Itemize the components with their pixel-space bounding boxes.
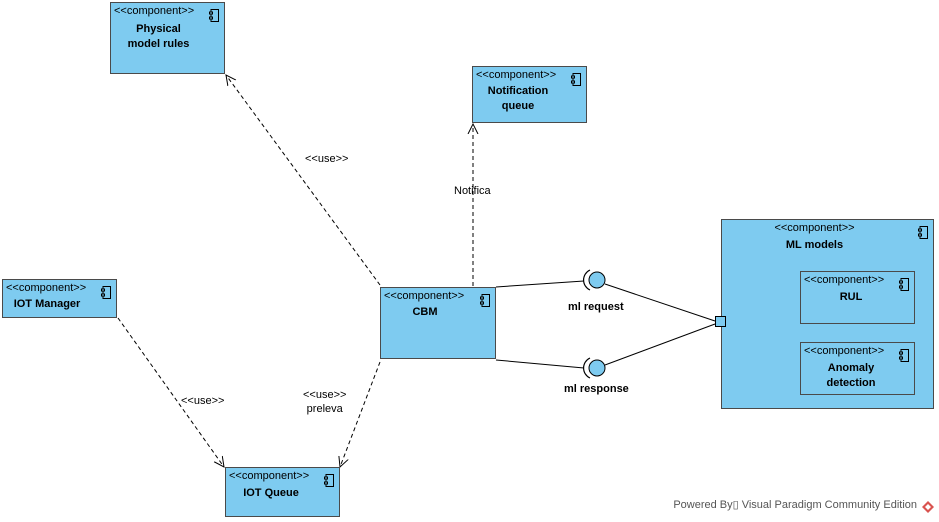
component-icon xyxy=(101,286,111,299)
component-icon xyxy=(571,73,581,86)
component-physical-model-rules[interactable]: <<component>> Physical model rules xyxy=(110,2,225,74)
stereotype-label: <<component>> xyxy=(114,5,195,17)
component-anomaly-detection[interactable]: <<component>> Anomaly detection xyxy=(800,342,915,395)
label-use-preleva: <<use>> preleva xyxy=(303,389,347,415)
socket-ml-request xyxy=(582,269,591,291)
connector-mlrequest-port[interactable] xyxy=(604,283,716,322)
label-notifica: Notifica xyxy=(454,185,491,197)
dependency-iotmanager-iotqueue[interactable] xyxy=(117,317,224,467)
stereotype-label: <<component>> xyxy=(384,290,465,302)
label-ml-request: ml request xyxy=(568,301,624,313)
stereotype-label: <<component>> xyxy=(804,274,885,286)
visual-paradigm-logo-icon xyxy=(922,501,934,513)
lollipop-ml-request[interactable] xyxy=(588,271,606,289)
label-use-physical: <<use>> xyxy=(305,153,349,165)
component-icon xyxy=(324,474,334,487)
connector-cbm-mlresponse[interactable] xyxy=(495,359,585,369)
footer-powered-by: Powered By▯ Visual Paradigm Community Ed… xyxy=(673,499,917,511)
component-name: IOT Manager xyxy=(13,298,81,310)
stereotype-label: <<component>> xyxy=(6,282,87,294)
component-ml-models[interactable]: <<component>> ML models <<component>> RU… xyxy=(721,219,934,409)
label-ml-response: ml response xyxy=(564,383,629,395)
port-ml-models[interactable] xyxy=(715,316,726,327)
dependency-cbm-physical[interactable] xyxy=(226,75,381,286)
lollipop-ml-response[interactable] xyxy=(588,359,606,377)
component-iot-queue[interactable]: <<component>> IOT Queue xyxy=(225,467,340,517)
socket-ml-response xyxy=(582,357,591,379)
component-icon xyxy=(480,294,490,307)
component-cbm[interactable]: <<component>> CBM xyxy=(380,287,496,359)
component-name: Physical model rules xyxy=(127,23,190,50)
component-rul[interactable]: <<component>> RUL xyxy=(800,271,915,324)
component-name: IOT Queue xyxy=(243,487,299,499)
component-icon xyxy=(899,349,909,362)
connector-mlresponse-port[interactable] xyxy=(604,323,716,366)
label-use-iot: <<use>> xyxy=(181,395,225,407)
connector-cbm-mlrequest[interactable] xyxy=(495,280,585,288)
component-name: CBM xyxy=(412,306,438,318)
dependency-cbm-iotqueue[interactable] xyxy=(340,361,381,467)
stereotype-label: <<component>> xyxy=(774,222,855,234)
component-notification-queue[interactable]: <<component>> Notification queue xyxy=(472,66,587,123)
component-name: Anomaly detection xyxy=(826,362,876,389)
component-icon xyxy=(918,226,928,239)
component-icon xyxy=(899,278,909,291)
component-name: Notification queue xyxy=(487,85,549,112)
stereotype-label: <<component>> xyxy=(476,69,557,81)
stereotype-label: <<component>> xyxy=(804,345,885,357)
component-name: RUL xyxy=(839,291,863,303)
component-icon xyxy=(209,9,219,22)
component-iot-manager[interactable]: <<component>> IOT Manager xyxy=(2,279,117,318)
component-name: ML models xyxy=(785,239,844,251)
stereotype-label: <<component>> xyxy=(229,470,310,482)
